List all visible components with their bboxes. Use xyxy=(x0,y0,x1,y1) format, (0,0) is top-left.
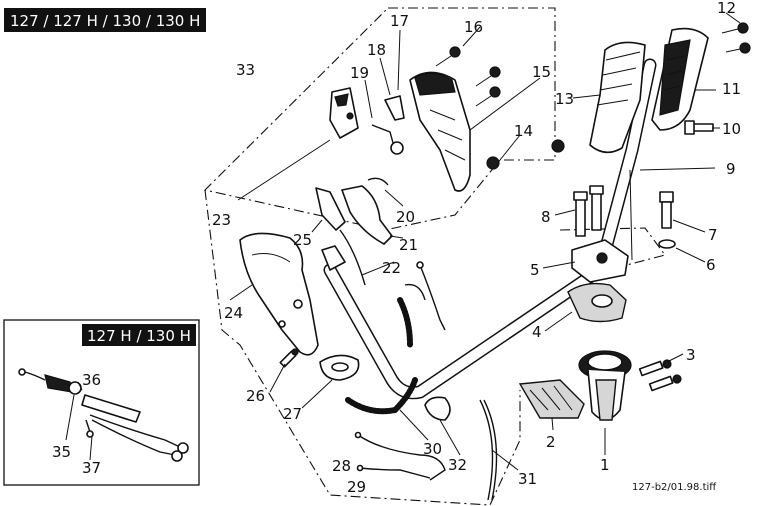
wire-22-a xyxy=(419,264,446,331)
callout-9: 9 xyxy=(726,160,736,178)
washer-6 xyxy=(658,239,676,249)
callout-5: 5 xyxy=(530,261,540,279)
callout-26: 26 xyxy=(246,387,265,405)
cable-clamp-32 xyxy=(424,396,451,421)
screw-10 xyxy=(684,120,714,135)
callout-15: 15 xyxy=(532,63,551,81)
callout-37: 37 xyxy=(82,459,101,477)
screw-26 xyxy=(279,348,299,368)
inset-panel: 127 H / 130 H 36 35 37 xyxy=(3,319,200,486)
damping-plate-2 xyxy=(518,379,585,419)
screw-12 xyxy=(721,22,751,54)
tube-9-lines xyxy=(629,169,633,261)
callout-22: 22 xyxy=(382,259,401,277)
model-header-label: 127 / 127 H / 130 / 130 H xyxy=(10,12,200,30)
cable-31 xyxy=(479,399,494,501)
callout-7: 7 xyxy=(708,226,718,244)
inset-header-label: 127 H / 130 H xyxy=(87,327,191,345)
callout-33: 33 xyxy=(236,61,255,79)
callout-1: 1 xyxy=(600,456,610,474)
screw-16 xyxy=(435,46,501,107)
callout-2: 2 xyxy=(546,433,556,451)
gear-clamp-1 xyxy=(578,350,632,421)
wire-28 xyxy=(357,434,446,481)
screw-3 xyxy=(638,359,682,392)
lower-group-outline xyxy=(204,189,521,506)
callout-28: 28 xyxy=(332,457,351,475)
wire-29 xyxy=(359,467,431,479)
callout-19: 19 xyxy=(350,64,369,82)
throttle-housing xyxy=(409,71,471,192)
throttle-cable-22 xyxy=(339,229,366,286)
throttle-lever-25 xyxy=(315,187,346,231)
bolt-7 xyxy=(659,191,674,229)
callout-18: 18 xyxy=(367,41,386,59)
clamp-outline xyxy=(559,227,666,273)
spiral-hose-30 xyxy=(345,377,418,415)
image-file-name: 127-b2/01.98.tiff xyxy=(632,482,717,493)
model-header: 127 / 127 H / 130 / 130 H xyxy=(4,8,206,32)
callout-32: 32 xyxy=(448,456,467,474)
callout-17: 17 xyxy=(390,12,409,30)
callout-8: 8 xyxy=(541,208,551,226)
handle-cover-24 xyxy=(239,232,319,356)
callout-labels: 12 16 17 18 19 15 33 11 13 10 14 9 8 7 6… xyxy=(212,0,741,496)
callout-3: 3 xyxy=(686,346,696,364)
spring-18 xyxy=(384,95,405,121)
callout-36: 36 xyxy=(82,371,101,389)
callout-13: 13 xyxy=(555,90,574,108)
throttle-trigger-21 xyxy=(341,185,393,245)
wire-loop xyxy=(404,283,426,301)
callout-30: 30 xyxy=(423,440,442,458)
callout-10: 10 xyxy=(722,120,741,138)
callout-14: 14 xyxy=(514,122,533,140)
spiral-hose-upper xyxy=(397,297,413,348)
handle-group-outline xyxy=(203,7,556,231)
callout-29: 29 xyxy=(347,478,366,496)
callout-11: 11 xyxy=(722,80,741,98)
bolt-8 xyxy=(573,185,604,237)
callout-4: 4 xyxy=(532,323,542,341)
nut-14 xyxy=(486,139,565,170)
callout-27: 27 xyxy=(283,405,302,423)
callout-20: 20 xyxy=(396,208,415,226)
spring-20 xyxy=(367,177,389,186)
callout-24: 24 xyxy=(224,304,243,322)
callout-6: 6 xyxy=(706,256,716,274)
callout-35: 35 xyxy=(52,443,71,461)
callout-21: 21 xyxy=(399,236,418,254)
leader-lines xyxy=(229,12,741,471)
grip-sleeve xyxy=(589,41,646,154)
spring-coil-19 xyxy=(390,141,404,155)
callout-25: 25 xyxy=(293,231,312,249)
callout-12: 12 xyxy=(717,0,736,17)
callout-23: 23 xyxy=(212,211,231,229)
callout-31: 31 xyxy=(518,470,537,488)
callout-16: 16 xyxy=(464,18,483,36)
